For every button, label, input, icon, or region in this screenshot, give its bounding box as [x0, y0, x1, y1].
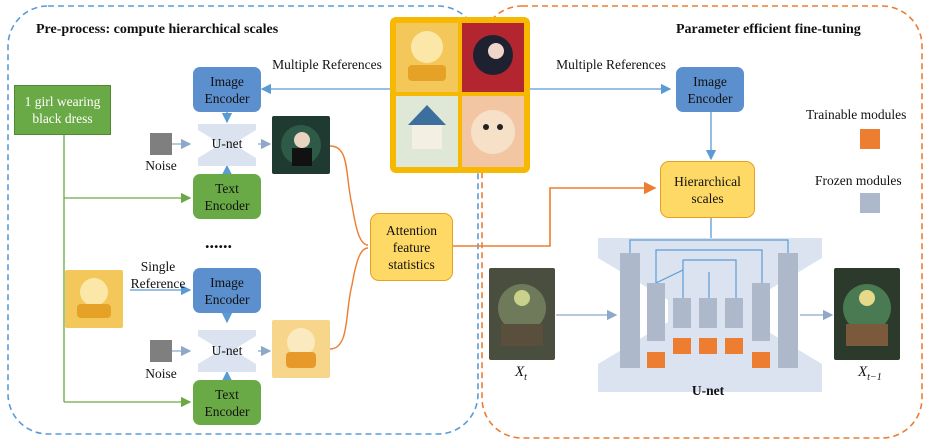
unet-small-bottom	[198, 330, 256, 372]
noise-square-top	[150, 133, 172, 155]
legend-trainable-swatch	[860, 129, 880, 149]
single-reference-image	[65, 270, 123, 328]
generated-image-bottom	[272, 320, 330, 378]
output-denoised-image	[834, 268, 900, 360]
reference-images-grid	[390, 17, 530, 173]
finetune-title: Parameter efficient fine-tuning	[676, 22, 861, 37]
ellipsis: ......	[205, 232, 232, 252]
image-encoder-top: Image Encoder	[193, 67, 261, 112]
unet-label-bottom: U-net	[211, 343, 243, 358]
noise-square-bottom	[150, 340, 172, 362]
text-encoder-bottom: Text Encoder	[193, 380, 261, 425]
xt-minus-1-label: Xt−1	[858, 364, 882, 383]
prompt-box: 1 girl wearing black dress	[14, 85, 111, 135]
finetune-panel-border	[481, 5, 923, 439]
unet-label-main: U-net	[691, 383, 725, 398]
unet-small-top	[198, 124, 256, 166]
xt-label: Xt	[515, 364, 527, 383]
noise-label-top: Noise	[145, 158, 177, 173]
text-encoder-top: Text Encoder	[193, 174, 261, 219]
legend-trainable-label: Trainable modules	[806, 107, 907, 122]
legend-frozen-label: Frozen modules	[815, 173, 902, 188]
legend-frozen-swatch	[860, 193, 880, 213]
preprocess-title: Pre-process: compute hierarchical scales	[36, 22, 279, 37]
multiple-references-label-right: Multiple References	[556, 57, 666, 72]
noise-label-bottom: Noise	[145, 366, 177, 381]
preprocess-panel-border	[7, 5, 479, 435]
image-encoder-bottom: Image Encoder	[193, 268, 261, 313]
hierarchical-scales-box: Hierarchical scales	[660, 161, 755, 218]
multiple-references-label-left: Multiple References	[272, 57, 382, 72]
generated-image-top	[272, 116, 330, 174]
input-noisy-image	[489, 268, 555, 360]
attention-statistics-box: Attention feature statistics	[370, 213, 453, 281]
unet-label-top: U-net	[211, 136, 243, 151]
image-encoder-right: Image Encoder	[676, 67, 744, 112]
single-reference-label: Single Reference	[130, 259, 186, 291]
